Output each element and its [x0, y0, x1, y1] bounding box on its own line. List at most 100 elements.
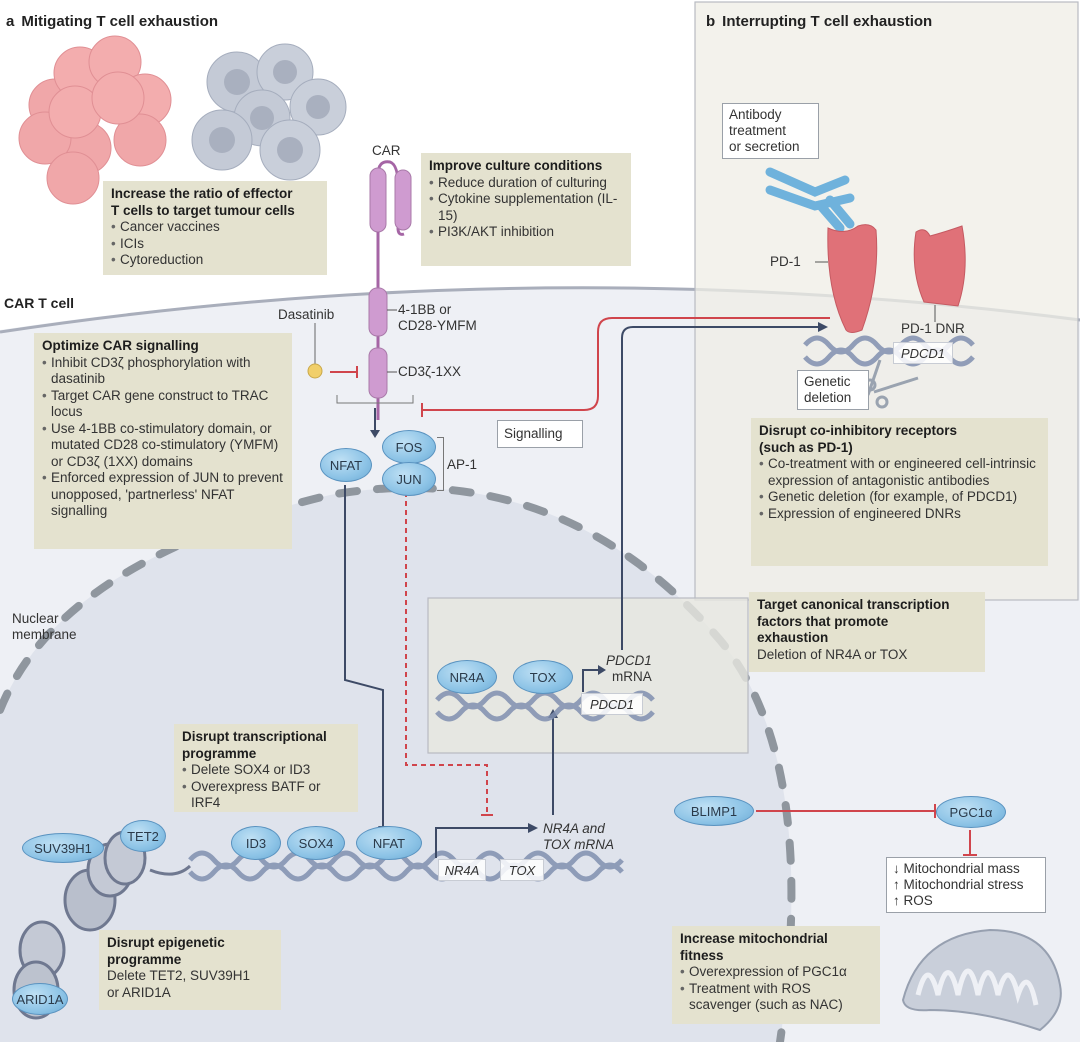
nuclear-membrane	[0, 483, 796, 1042]
car-signalling-box: Optimize CAR signalling Inhibit CD3ζ pho…	[34, 333, 292, 549]
gene-nr4a: NR4A	[438, 859, 486, 881]
culture-item: Cytokine supplementation (IL-15)	[429, 191, 623, 224]
car-signalling-item: Use 4-1BB co-stimulatory domain, or muta…	[42, 421, 284, 471]
mito-effect-line: ↑ ROS	[893, 893, 933, 908]
epigenetic-body-2: or ARID1A	[107, 984, 171, 1000]
protein-tox: TOX	[513, 660, 573, 694]
car-t-cell-label: CAR T cell	[4, 295, 75, 311]
culture-box: Improve culture conditions Reduce durati…	[421, 153, 631, 266]
canonical-tf-title-1: Target canonical transcription	[757, 597, 950, 612]
car-receptor	[368, 160, 412, 420]
pdcd1-mrna-label-2: mRNA	[612, 669, 652, 684]
dasatinib-molecule	[307, 363, 323, 379]
antibody-box: Antibody treatment or secretion	[722, 103, 819, 159]
epigenetic-body-1: Delete TET2, SUV39H1	[107, 968, 251, 983]
panel-a-title: a Mitigating T cell exhaustion	[6, 13, 218, 30]
car-label: CAR	[372, 143, 401, 158]
car-bracket	[336, 395, 414, 404]
dasatinib-label: Dasatinib	[278, 307, 335, 322]
panel-b-title-text: Interrupting T cell exhaustion	[722, 13, 933, 30]
transcriptional-title-2: programme	[182, 745, 257, 761]
culture-item: PI3K/AKT inhibition	[429, 224, 623, 241]
nucleosomes	[12, 830, 192, 1020]
antibody-line: Antibody	[729, 107, 782, 122]
car-signalling-title: Optimize CAR signalling	[42, 338, 199, 353]
gene-tox: TOX	[500, 859, 544, 881]
antibody-line: treatment	[729, 123, 787, 138]
protein-arid1a: ARID1A	[12, 983, 68, 1015]
mito-effect-line: ↓ Mitochondrial mass	[893, 861, 1020, 876]
epigenetic-title-2: programme	[107, 951, 182, 967]
panel-b-letter: b	[706, 13, 716, 30]
nr4a-tox-mrna-label-2: TOX mRNA	[543, 837, 615, 852]
effector-t-cells	[18, 35, 172, 205]
genetic-deletion-box: Genetic deletion	[797, 370, 869, 410]
coinhibitory-title-1: Disrupt co-inhibitory receptors	[759, 423, 958, 438]
dna-helix-main	[188, 850, 624, 882]
ap1-bracket	[437, 437, 444, 491]
pd1-receptor	[827, 224, 878, 333]
domain-costim-label-1: 4-1BB or	[398, 302, 452, 317]
panel-a-title-text: Mitigating T cell exhaustion	[21, 13, 219, 30]
mito-item: Overexpression of PGC1α	[680, 964, 872, 981]
genetic-deletion-line: deletion	[804, 390, 852, 405]
tumour-cells	[191, 43, 347, 181]
gene-pdcd1-mid: PDCD1	[581, 693, 643, 715]
car-signalling-item: Target CAR gene construct to TRAC locus	[42, 388, 284, 421]
protein-nr4a: NR4A	[437, 660, 497, 694]
ratio-box-title-1: Increase the ratio of effector	[111, 186, 293, 201]
protein-blimp1: BLIMP1	[674, 796, 754, 826]
nr4a-tox-mrna-label-1: NR4A and	[543, 821, 605, 836]
mito-effect-line: ↑ Mitochondrial stress	[893, 877, 1024, 892]
nfat-translocation-arrow	[344, 485, 384, 828]
ratio-item: Cancer vaccines	[111, 219, 319, 236]
mito-title-1: Increase mitochondrial	[680, 931, 828, 946]
antibody-line: or secretion	[729, 139, 800, 154]
ratio-item: Cytoreduction	[111, 252, 319, 269]
transcriptional-item: Overexpress BATF or IRF4	[182, 779, 350, 812]
domain-cd3z-label: CD3ζ-1XX	[398, 364, 461, 379]
antibody-icon	[765, 167, 855, 233]
culture-box-title: Improve culture conditions	[429, 158, 603, 173]
transcriptional-item: Delete SOX4 or ID3	[182, 762, 350, 779]
nuclear-membrane-label-2: membrane	[12, 627, 77, 642]
mito-item: Treatment with ROS scavenger (such as NA…	[680, 981, 872, 1014]
transcriptional-title-1: Disrupt transcriptional	[182, 729, 327, 744]
mito-effects-box: ↓ Mitochondrial mass ↑ Mitochondrial str…	[886, 857, 1046, 913]
protein-nfat-dna: NFAT	[356, 826, 422, 860]
epigenetic-box: Disrupt epigenetic programme Delete TET2…	[99, 930, 281, 1010]
pd1-label: PD-1	[770, 254, 801, 269]
car-signalling-item: Enforced expression of JUN to prevent un…	[42, 470, 284, 520]
car-signalling-item: Inhibit CD3ζ phosphorylation with dasati…	[42, 355, 284, 388]
ratio-box: Increase the ratio of effector T cells t…	[103, 181, 327, 275]
domain-costim-label-2: CD28-YMFM	[398, 318, 477, 333]
protein-jun: JUN	[382, 462, 436, 496]
protein-id3: ID3	[231, 826, 281, 860]
pd1-signalling-inhibition	[422, 317, 830, 411]
pdcd1-mrna-label-1: PDCD1	[606, 653, 652, 668]
canonical-tf-title-3: exhaustion	[757, 630, 829, 645]
ratio-box-title-2: T cells to target tumour cells	[111, 202, 295, 218]
protein-fos: FOS	[382, 430, 436, 464]
coinhibitory-item: Genetic deletion (for example, of PDCD1)	[759, 489, 1040, 506]
pdcd1-expression-arrow	[621, 326, 820, 650]
panel-b-title: b Interrupting T cell exhaustion	[706, 13, 932, 30]
transcriptional-box: Disrupt transcriptional programme Delete…	[174, 724, 358, 812]
gene-pdcd1-top: PDCD1	[893, 342, 953, 364]
coinhibitory-title-2: (such as PD-1)	[759, 439, 853, 455]
nr4a-tox-transcription-arrow	[435, 827, 530, 858]
canonical-tf-title-2: factors that promote	[757, 613, 889, 629]
nuclear-membrane-label-1: Nuclear	[12, 611, 59, 626]
protein-nfat: NFAT	[320, 448, 372, 482]
pd1-dnr-receptor	[913, 225, 966, 307]
ap1-label: AP-1	[447, 457, 478, 472]
coinhibitory-item: Expression of engineered DNRs	[759, 506, 1040, 523]
panel-a-letter: a	[6, 13, 15, 30]
protein-sox4: SOX4	[287, 826, 345, 860]
pd1-dnr-label: PD-1 DNR	[901, 321, 965, 336]
mito-title-2: fitness	[680, 947, 724, 963]
mito-box: Increase mitochondrial fitness Overexpre…	[672, 926, 880, 1024]
jun-inhibition-dashed	[405, 492, 488, 815]
pdcd1-transcription-arrow	[582, 669, 600, 692]
culture-item: Reduce duration of culturing	[429, 175, 623, 192]
